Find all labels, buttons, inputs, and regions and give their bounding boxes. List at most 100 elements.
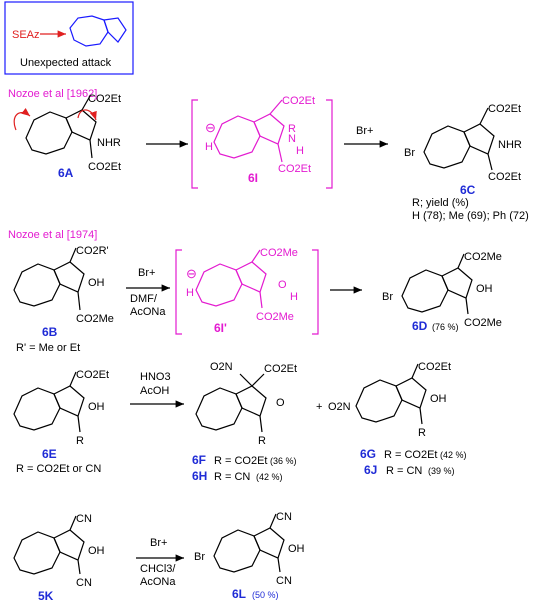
6D-Br: Br	[382, 291, 393, 303]
6E-oh: OH	[88, 401, 105, 413]
azulene-five-ring	[103, 17, 127, 43]
label-6F: 6F	[192, 453, 206, 467]
label-6C: 6C	[460, 183, 476, 197]
6L-Br: Br	[194, 551, 205, 563]
svg-text:⊖: ⊖	[205, 120, 216, 135]
6B-reagent: Br+	[138, 267, 155, 279]
6I2-H-left: H	[186, 287, 194, 299]
6B-ester-top: CO2R'	[76, 245, 109, 257]
6F-desc: R = CO2Et	[214, 455, 268, 467]
6E-cond-1: HNO3	[140, 371, 171, 383]
yield-6L: (50 %)	[252, 590, 279, 600]
6E-ester: CO2Et	[76, 369, 109, 381]
6J-desc: R = CN	[386, 465, 422, 477]
ref-1962: Nozoe et al [1962]	[8, 88, 97, 100]
6A-ester-top: CO2Et	[88, 93, 121, 105]
label-6G: 6G	[360, 447, 376, 461]
6D-ester-top: CO2Me	[464, 251, 502, 263]
6C-note-1: R; yield (%)	[412, 197, 469, 209]
5K-cond-1: CHCl3/	[140, 563, 176, 575]
6C-ester-top: CO2Et	[488, 103, 521, 115]
6A-amine: NHR	[97, 137, 121, 149]
6F-R: R	[258, 435, 266, 447]
label-6I2: 6I'	[214, 321, 227, 335]
5K-cn-bot: CN	[76, 577, 92, 589]
6I-reagent: Br+	[356, 125, 373, 137]
compound-6C: Br CO2Et NHR CO2Et 6C R; yield (%) H (78…	[404, 103, 529, 222]
svg-text:⊖: ⊖	[186, 266, 197, 281]
6L-cn-top: CN	[276, 511, 292, 523]
label-6L: 6L	[232, 587, 246, 601]
6I-H-left: H	[205, 141, 213, 153]
label-6I: 6I	[248, 171, 258, 185]
6I2-H: H	[290, 291, 298, 303]
6F-ester: CO2Et	[264, 363, 297, 375]
6E-cond-2: AcOH	[140, 385, 169, 397]
yield-6G: (42 %)	[440, 450, 467, 460]
yield-6F: (36 %)	[270, 456, 297, 466]
scheme-2: Nozoe et al [1974] CO2R' OH CO2Me 6B R' …	[8, 229, 502, 354]
yield-6J: (39 %)	[428, 466, 455, 476]
yield-6H: (42 %)	[256, 472, 283, 482]
6C-Br: Br	[404, 147, 415, 159]
6F-no2: O2N	[210, 361, 233, 373]
compound-6I-intermediate: ⊖ H CO2Et R N H CO2Et 6I	[191, 95, 333, 189]
label-6E: 6E	[42, 447, 57, 461]
5K-reagent: Br+	[150, 537, 167, 549]
5K-cn-top: CN	[76, 513, 92, 525]
seaz-reagent-label: SEAz	[12, 29, 40, 41]
6I-ester-bot: CO2Et	[278, 163, 311, 175]
6I2-ester-bot: CO2Me	[256, 311, 294, 323]
compound-6E: CO2Et OH R 6E R = CO2Et or CN	[13, 369, 109, 475]
6L-cn-bot: CN	[276, 575, 292, 587]
6G-oh: OH	[430, 393, 447, 405]
6E-r-note: R = CO2Et or CN	[16, 463, 101, 475]
6G-R: R	[418, 427, 426, 439]
6B-ester-bot: CO2Me	[76, 313, 114, 325]
label-6H: 6H	[192, 469, 207, 483]
6A-ester-bot: CO2Et	[88, 161, 121, 173]
6B-cond-2: AcONa	[130, 306, 166, 318]
6H-desc: R = CN	[214, 471, 250, 483]
6D-ester-bot: CO2Me	[464, 317, 502, 329]
6G-ester: CO2Et	[418, 361, 451, 373]
6G-desc: R = CO2Et	[384, 449, 438, 461]
6I-H: H	[296, 145, 304, 157]
plus-sign: +	[316, 401, 322, 413]
compound-6F-6H: O2N CO2Et O R	[195, 361, 297, 447]
compound-6B: CO2R' OH CO2Me 6B R' = Me or Et	[13, 245, 114, 354]
6I-N: N	[288, 133, 296, 145]
6I-ester-top: CO2Et	[282, 95, 315, 107]
label-6B: 6B	[42, 325, 58, 339]
6C-ester-bot: CO2Et	[488, 171, 521, 183]
label-6D: 6D	[412, 319, 428, 333]
compound-6L: Br CN OH CN 6L (50 %)	[194, 511, 305, 601]
5K-oh: OH	[88, 545, 105, 557]
label-6J: 6J	[364, 463, 377, 477]
label-6A: 6A	[58, 166, 74, 180]
box-caption: Unexpected attack	[20, 57, 112, 69]
scheme-1: Nozoe et al [1962] CO2Et NHR CO2Et 6A ⊖ …	[8, 88, 529, 222]
scheme-4: CN OH CN 5K Br+ CHCl3/ AcONa Br CN OH CN…	[13, 511, 305, 603]
6I2-O: O	[278, 279, 287, 291]
6D-oh: OH	[476, 283, 493, 295]
compound-6A: CO2Et NHR CO2Et 6A	[13, 93, 121, 180]
label-5K: 5K	[38, 589, 54, 603]
6I-R: R	[288, 123, 296, 135]
6G-no2: O2N	[328, 401, 351, 413]
yield-6D: (76 %)	[432, 322, 459, 332]
unexpected-attack-box: SEAz Unexpected attack	[4, 1, 134, 75]
compound-6I2-intermediate: ⊖ H CO2Me O H CO2Me 6I'	[175, 247, 319, 335]
6B-r-note: R' = Me or Et	[16, 342, 80, 354]
compound-6D: Br CO2Me OH CO2Me 6D (76 %)	[382, 251, 502, 333]
ref-1974: Nozoe et al [1974]	[8, 229, 97, 241]
6E-R: R	[76, 435, 84, 447]
6I2-ester-top: CO2Me	[260, 247, 298, 259]
compound-5K: CN OH CN 5K	[13, 513, 105, 603]
compound-6G-6J: O2N CO2Et OH R	[328, 361, 451, 439]
scheme-3: CO2Et OH R 6E R = CO2Et or CN HNO3 AcOH …	[13, 361, 467, 483]
6L-oh: OH	[288, 543, 305, 555]
5K-cond-2: AcONa	[140, 576, 176, 588]
6F-o: O	[276, 397, 285, 409]
